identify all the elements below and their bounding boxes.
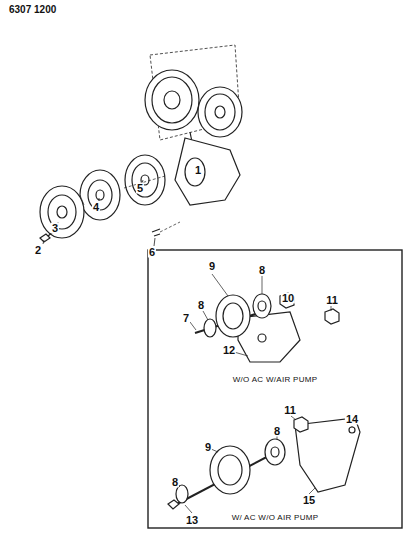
callout-number: 10 (281, 293, 295, 304)
callout-number: 11 (325, 295, 339, 306)
callout-number: 9 (204, 442, 212, 453)
callout-number: 9 (208, 261, 216, 272)
idler-pulley-upper (190, 274, 339, 362)
callout-number: 2 (34, 245, 42, 256)
exploded-pulley-stack (40, 138, 240, 246)
callout-number: 11 (283, 405, 297, 416)
callout-number: 6 (148, 247, 156, 258)
variant-note: W/O AC W/AIR PUMP (232, 376, 319, 384)
callout-number: 5 (136, 183, 144, 194)
callout-number: 15 (302, 495, 316, 506)
callout-number: 8 (258, 265, 266, 276)
callout-number: 13 (185, 515, 199, 526)
callout-number: 12 (222, 345, 236, 356)
callout-number: 7 (182, 313, 190, 324)
callout-number: 8 (273, 426, 281, 437)
callout-number: 3 (51, 223, 59, 234)
callout-number: 1 (194, 165, 202, 176)
part-number: 6307 1200 (8, 5, 57, 15)
callout-number: 8 (197, 300, 205, 311)
idler-pulley-lower (168, 416, 360, 513)
callout-number: 8 (171, 477, 179, 488)
callout-number: 14 (345, 414, 359, 425)
callout-number: 4 (92, 202, 100, 213)
variant-note: W/ AC W/O AIR PUMP (231, 514, 320, 522)
